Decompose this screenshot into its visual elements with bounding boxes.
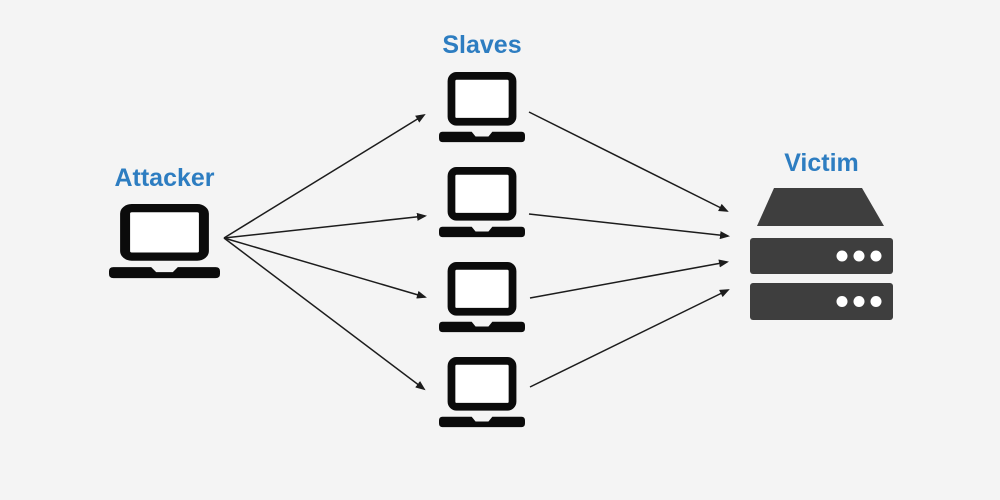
arrow-attacker-to-slave-4 bbox=[223, 237, 426, 391]
arrow-slave-3-to-victim bbox=[529, 259, 729, 299]
slave-1-laptop-icon bbox=[439, 72, 525, 143]
victim-server-icon bbox=[750, 188, 893, 320]
attacker-laptop-icon bbox=[109, 204, 220, 279]
arrow-attacker-to-slave-3 bbox=[223, 237, 427, 299]
arrow-attacker-to-slave-1 bbox=[223, 113, 426, 239]
slave-4-laptop-icon bbox=[439, 357, 525, 428]
victim-label: Victim bbox=[784, 149, 859, 177]
slaves-label: Slaves bbox=[442, 31, 522, 59]
arrow-attacker-to-slave-2 bbox=[223, 212, 427, 239]
arrow-slave-4-to-victim bbox=[529, 289, 730, 388]
attacker-label: Attacker bbox=[114, 164, 215, 192]
slave-2-laptop-icon bbox=[439, 167, 525, 238]
arrow-slave-2-to-victim bbox=[528, 213, 730, 240]
slave-3-laptop-icon bbox=[439, 262, 525, 333]
arrow-slave-1-to-victim bbox=[528, 111, 729, 212]
